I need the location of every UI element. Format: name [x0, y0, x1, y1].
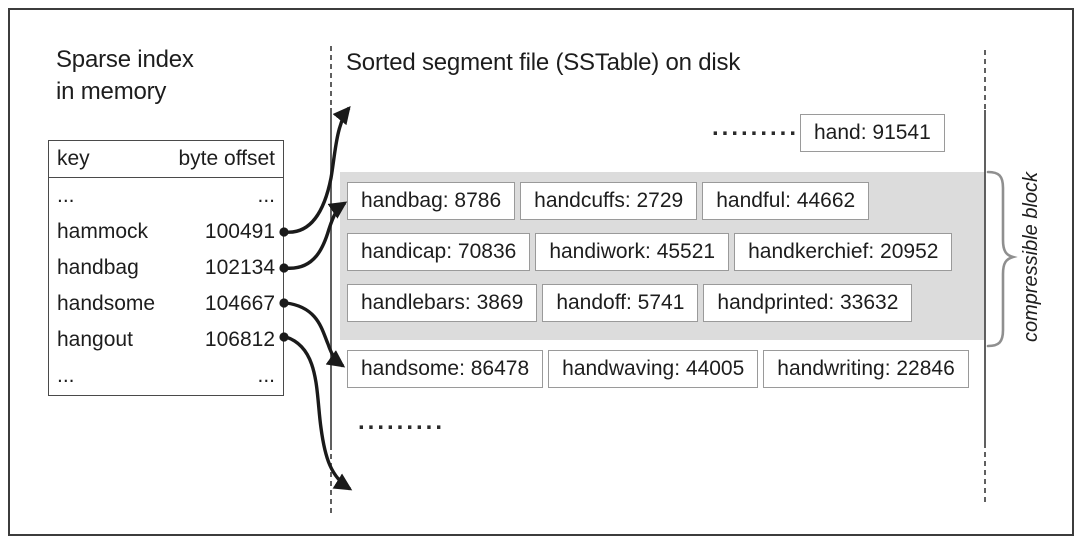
index-offset: 102134: [204, 256, 275, 279]
index-header-offset: byte offset: [178, 147, 275, 170]
sstable-entry: handbag: 8786: [347, 182, 516, 220]
sstable-entry: handoff: 5741: [542, 284, 699, 322]
ellipsis-bottom: .........: [358, 408, 446, 435]
sstable-entry: handsome: 86478: [347, 350, 544, 388]
table-row: ... ...: [49, 358, 283, 394]
index-key: hammock: [57, 220, 149, 243]
sstable-entry: handwriting: 22846: [763, 350, 969, 388]
index-header-key: key: [57, 147, 90, 170]
index-offset: 104667: [204, 292, 275, 315]
table-row: ... ...: [49, 178, 283, 214]
table-row: handbag 102134: [49, 250, 283, 286]
sstable-block-row: handicap: 70836 handiwork: 45521 handker…: [347, 233, 985, 271]
sstable-entry: handprinted: 33632: [703, 284, 913, 322]
sstable-entry: handlebars: 3869: [347, 284, 538, 322]
index-key: hangout: [57, 328, 133, 351]
table-row: hammock 100491: [49, 214, 283, 250]
index-offset: 106812: [204, 328, 275, 351]
sparse-index-title: Sparse index in memory: [56, 44, 194, 108]
ellipsis-top: .........: [712, 114, 800, 141]
index-key: handsome: [57, 292, 156, 315]
sstable-entry: handiwork: 45521: [535, 233, 730, 271]
index-offset: ...: [257, 184, 275, 207]
sstable-entry: handicap: 70836: [347, 233, 531, 271]
index-offset: 100491: [204, 220, 275, 243]
sstable-row-after-block: handsome: 86478 handwaving: 44005 handwr…: [347, 350, 969, 388]
table-row: handsome 104667: [49, 286, 283, 322]
sstable-entry: handwaving: 44005: [548, 350, 759, 388]
sstable-entry-hand: hand: 91541: [800, 114, 945, 152]
compressible-block-label: compressible block: [1020, 171, 1042, 343]
sstable-entry: handcuffs: 2729: [520, 182, 698, 220]
index-key: handbag: [57, 256, 139, 279]
sstable-entry: handful: 44662: [702, 182, 870, 220]
index-key: ...: [57, 364, 75, 387]
sparse-index-table: key byte offset ... ... hammock 100491 h…: [48, 140, 284, 396]
sstable-title: Sorted segment file (SSTable) on disk: [346, 49, 741, 76]
index-table-header: key byte offset: [49, 141, 283, 178]
sstable-entry: handkerchief: 20952: [734, 233, 953, 271]
sparse-index-title-line1: Sparse index: [56, 46, 194, 73]
compressible-block: handbag: 8786 handcuffs: 2729 handful: 4…: [340, 172, 985, 340]
sstable-block-row: handlebars: 3869 handoff: 5741 handprint…: [347, 284, 985, 322]
sparse-index-title-line2: in memory: [56, 78, 167, 105]
sstable-block-row: handbag: 8786 handcuffs: 2729 handful: 4…: [347, 182, 985, 220]
index-offset: ...: [257, 364, 275, 387]
index-key: ...: [57, 184, 75, 207]
table-row: hangout 106812: [49, 322, 283, 358]
